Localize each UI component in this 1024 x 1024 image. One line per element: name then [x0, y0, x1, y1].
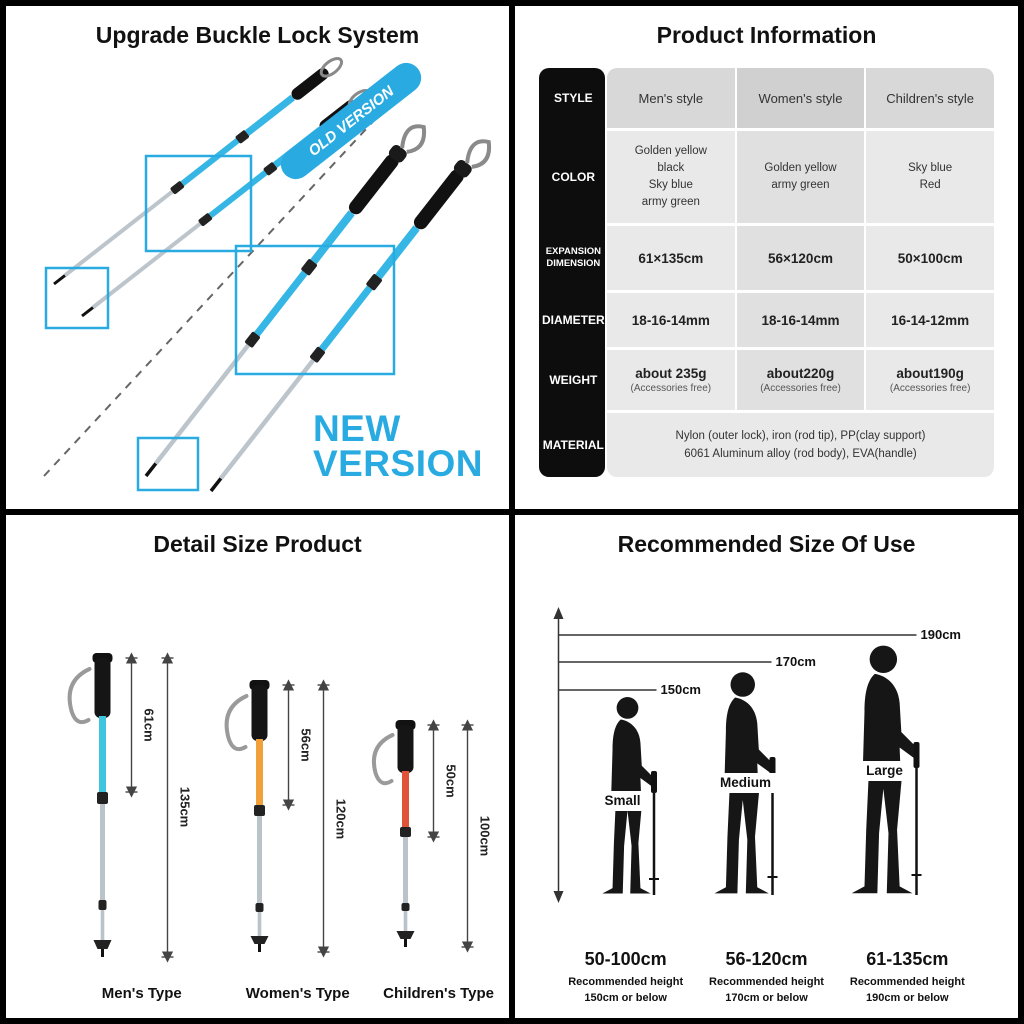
- pole-size-illustration: 61cm 135cm 56cm: [67, 652, 493, 963]
- color-childrens: Sky blue Red: [866, 131, 994, 223]
- recommended-title: Recommended Size Of Use: [617, 531, 916, 557]
- row-label-diameter: DIAMETER: [542, 312, 605, 327]
- childrens-extended-label: 100cm: [478, 816, 493, 856]
- row-label-material: MATERIAL: [542, 437, 604, 452]
- svg-text:Small: Small: [604, 793, 640, 808]
- womens-pole-figure: 56cm 120cm: [224, 679, 349, 958]
- panel-upgrade-buckle: Upgrade Buckle Lock System: [6, 6, 509, 509]
- mark-150cm: 150cm: [661, 682, 701, 697]
- weight-childrens: about190g (Accessories free): [866, 350, 994, 410]
- size-label-large: Large: [858, 761, 911, 781]
- panel-recommended-size: Recommended Size Of Use 150cm 170cm 190c…: [515, 515, 1018, 1018]
- row-label-weight: WEIGHT: [549, 372, 598, 387]
- note-large: Recommended height 190cm or below: [849, 976, 965, 1004]
- childrens-collapsed-label: 50cm: [444, 764, 459, 797]
- pole-upgrade-illustration: OLD VERSION: [43, 53, 498, 501]
- childrens-type-label: Children's Type: [383, 985, 494, 1002]
- weight-childrens-note: (Accessories free): [889, 383, 971, 394]
- recommendation-large: 61-135cm Recommended height 190cm or bel…: [797, 949, 1017, 1006]
- recommended-size-illustration: 150cm 170cm 190cm: [553, 607, 961, 903]
- mark-190cm: 190cm: [921, 627, 961, 642]
- height-axis: [553, 607, 564, 903]
- new-version-poles: [136, 117, 498, 501]
- diameter-childrens: 16-14-12mm: [866, 293, 994, 347]
- diameter-mens: 18-16-14mm: [607, 293, 735, 347]
- size-label-medium: Medium: [714, 773, 777, 793]
- diameter-womens: 18-16-14mm: [736, 293, 865, 347]
- range-small: 50-100cm: [584, 949, 667, 970]
- detail-size-title: Detail Size Product: [153, 531, 362, 557]
- highlight-box-old-tip: [44, 266, 110, 330]
- weight-womens-note: (Accessories free): [760, 383, 841, 394]
- expansion-childrens: 50×100cm: [866, 226, 994, 290]
- highlight-box-new-locks: [234, 244, 396, 376]
- row-label-color: COLOR: [551, 169, 595, 184]
- row-label-expansion: EXPANSION DIMENSION: [545, 246, 601, 269]
- recommendation-small: 50-100cm Recommended height 150cm or bel…: [516, 949, 736, 1006]
- mens-type-label: Men's Type: [101, 985, 182, 1002]
- weight-womens: about220g (Accessories free): [736, 350, 865, 410]
- mens-pole-figure: 61cm 135cm: [67, 652, 193, 963]
- old-version-badge-text: OLD VERSION: [305, 82, 398, 160]
- highlight-box-old-locks: [144, 154, 253, 253]
- womens-type-label: Women's Type: [245, 985, 350, 1002]
- material-value: Nylon (outer lock), iron (rod tip), PP(c…: [607, 413, 994, 477]
- range-medium: 56-120cm: [725, 949, 808, 970]
- new-version-line2: VERSION: [312, 442, 483, 484]
- style-childrens: Children's style: [866, 68, 994, 128]
- product-info-title: Product Information: [656, 22, 877, 48]
- man-pole: [911, 742, 922, 895]
- info-label-column: STYLE COLOR EXPANSION DIMENSION DIAMETER…: [539, 68, 605, 477]
- color-mens: Golden yellow black Sky blue army green: [607, 131, 735, 223]
- svg-text:Large: Large: [866, 763, 903, 778]
- weight-womens-value: about220g: [766, 366, 835, 381]
- row-label-style: STYLE: [554, 90, 593, 105]
- recommendation-medium: 56-120cm Recommended height 170cm or bel…: [657, 949, 877, 1006]
- childrens-pole-figure: 50cm 100cm: [371, 719, 493, 953]
- upgrade-title: Upgrade Buckle Lock System: [95, 22, 420, 48]
- child-pole: [649, 771, 659, 895]
- range-large: 61-135cm: [866, 949, 949, 970]
- womens-extended-label: 120cm: [334, 799, 349, 839]
- color-womens: Golden yellow army green: [736, 131, 865, 223]
- svg-text:Medium: Medium: [720, 775, 771, 790]
- expansion-mens: 61×135cm: [607, 226, 735, 290]
- old-version-badge: OLD VERSION: [280, 62, 422, 180]
- womens-collapsed-label: 56cm: [299, 728, 314, 761]
- mens-extended-label: 135cm: [178, 787, 193, 827]
- new-version-line1: NEW: [312, 407, 401, 449]
- new-version-label: NEW VERSION: [312, 407, 483, 484]
- panel-product-information: Product Information STYLE COLOR EXPANSIO…: [515, 6, 1018, 509]
- note-small: Recommended height 150cm or below: [568, 976, 684, 1004]
- weight-mens-note: (Accessories free): [630, 383, 712, 394]
- weight-mens-value: about 235g: [635, 366, 707, 381]
- expansion-womens: 56×120cm: [736, 226, 865, 290]
- note-medium: Recommended height 170cm or below: [709, 976, 824, 1004]
- product-info-table: STYLE COLOR EXPANSION DIMENSION DIAMETER…: [539, 68, 994, 477]
- mark-170cm: 170cm: [776, 654, 816, 669]
- highlight-box-new-tip: [136, 436, 200, 492]
- style-mens: Men's style: [607, 68, 735, 128]
- old-version-poles: [44, 53, 375, 330]
- style-womens: Women's style: [736, 68, 865, 128]
- size-label-small: Small: [596, 791, 649, 811]
- weight-mens: about 235g (Accessories free): [607, 350, 735, 410]
- panel-detail-size: Detail Size Product: [6, 515, 509, 1018]
- info-values-grid: Men's style Women's style Children's sty…: [607, 68, 994, 477]
- mens-collapsed-label: 61cm: [142, 708, 157, 741]
- weight-childrens-value: about190g: [896, 366, 964, 381]
